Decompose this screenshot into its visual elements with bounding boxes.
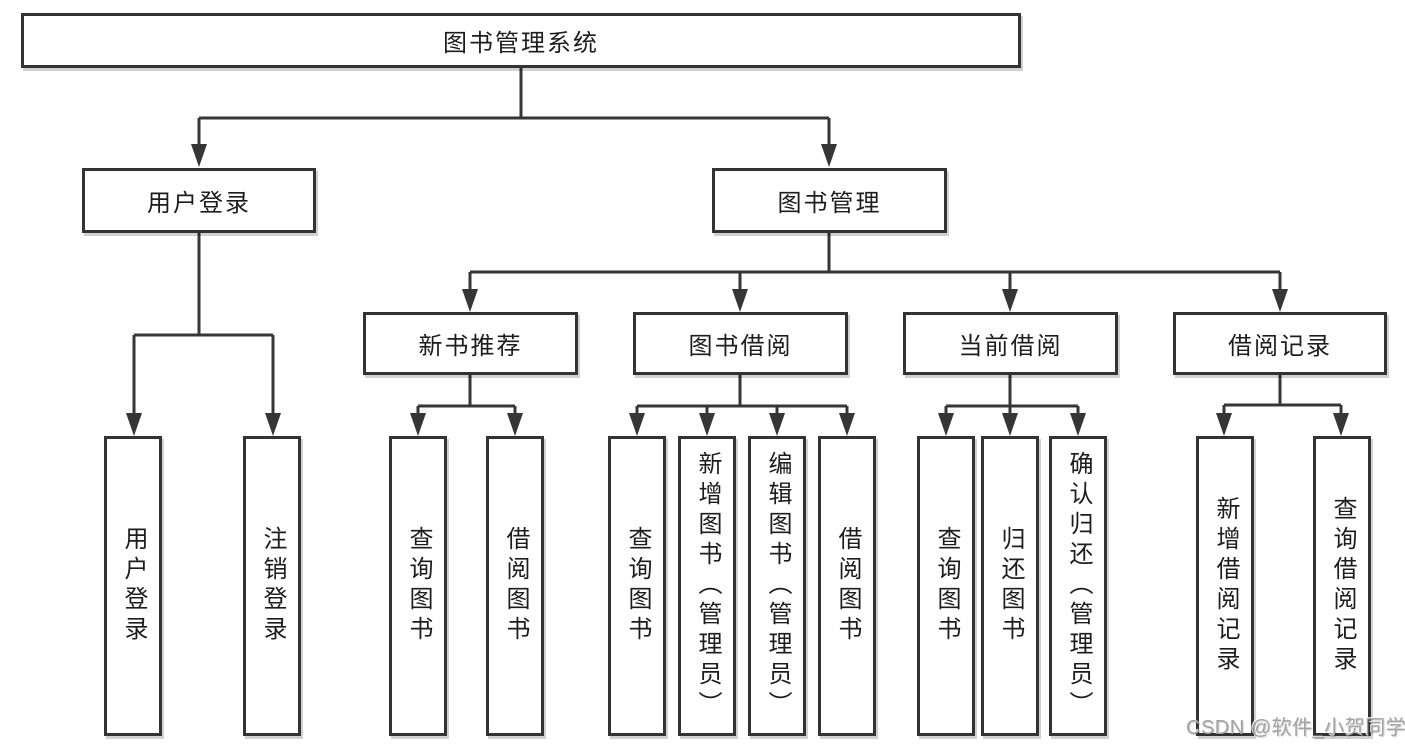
leaf-current-query-books: 查询图书 xyxy=(917,436,975,736)
node-borrow-records-label: 借阅记录 xyxy=(1228,333,1332,360)
node-book-management-label: 图书管理 xyxy=(777,190,882,217)
arrow-down-icon xyxy=(126,413,142,436)
arrow-down-icon xyxy=(265,413,281,436)
node-new-book-recommend-label: 新书推荐 xyxy=(418,333,523,360)
node-user-login-label: 用户登录 xyxy=(147,190,251,217)
leaf-user-login: 用户登录 xyxy=(104,436,162,736)
leaf-current-query-books-label: 查询图书 xyxy=(933,526,960,646)
node-current-borrow: 当前借阅 xyxy=(903,312,1118,375)
arrow-down-icon xyxy=(839,413,855,436)
leaf-query-borrow-record-label: 查询借阅记录 xyxy=(1329,496,1356,676)
arrow-down-icon xyxy=(769,413,785,436)
arrow-down-icon xyxy=(191,144,207,167)
node-book-borrow: 图书借阅 xyxy=(633,312,848,375)
leaf-borrow-books-label: 借阅图书 xyxy=(834,526,861,646)
leaf-return-books: 归还图书 xyxy=(981,436,1039,736)
leaf-recommend-query-books-label: 查询图书 xyxy=(405,526,432,646)
leaf-add-books-admin: 新增图书（管理员） xyxy=(678,436,736,736)
leaf-borrow-query-books: 查询图书 xyxy=(608,436,666,736)
node-book-borrow-label: 图书借阅 xyxy=(688,333,793,360)
arrow-down-icon xyxy=(732,289,748,312)
leaf-recommend-borrow-books: 借阅图书 xyxy=(486,436,544,736)
leaf-user-login-label: 用户登录 xyxy=(120,526,147,646)
leaf-logout: 注销登录 xyxy=(243,436,301,736)
arrow-down-icon xyxy=(1070,413,1086,436)
arrow-down-icon xyxy=(938,413,954,436)
node-root: 图书管理系统 xyxy=(21,13,1021,68)
node-root-label: 图书管理系统 xyxy=(443,30,599,57)
node-borrow-records: 借阅记录 xyxy=(1173,312,1387,375)
arrowheads xyxy=(126,144,1349,436)
arrow-down-icon xyxy=(1333,413,1349,436)
leaf-add-books-admin-label: 新增图书（管理员） xyxy=(694,451,721,721)
arrow-down-icon xyxy=(821,144,837,167)
leaf-add-borrow-record-label: 新增借阅记录 xyxy=(1212,496,1239,676)
leaf-query-borrow-record: 查询借阅记录 xyxy=(1313,436,1371,736)
leaf-add-borrow-record: 新增借阅记录 xyxy=(1196,436,1254,736)
leaf-edit-books-admin: 编辑图书（管理员） xyxy=(748,436,806,736)
arrow-down-icon xyxy=(1002,413,1018,436)
node-book-management: 图书管理 xyxy=(712,168,947,233)
leaf-recommend-borrow-books-label: 借阅图书 xyxy=(502,526,529,646)
leaf-borrow-query-books-label: 查询图书 xyxy=(624,526,651,646)
arrow-down-icon xyxy=(1216,413,1232,436)
leaf-confirm-return-admin: 确认归还（管理员） xyxy=(1049,436,1107,736)
arrow-down-icon xyxy=(507,413,523,436)
leaf-return-books-label: 归还图书 xyxy=(997,526,1024,646)
csdn-watermark: CSDN @软件_小贺同学 xyxy=(1186,717,1405,739)
connector-paths xyxy=(132,68,1343,416)
leaf-logout-label: 注销登录 xyxy=(259,526,286,646)
node-new-book-recommend: 新书推荐 xyxy=(363,312,578,375)
leaf-confirm-return-admin-label: 确认归还（管理员） xyxy=(1065,451,1092,721)
arrow-down-icon xyxy=(629,413,645,436)
node-current-borrow-label: 当前借阅 xyxy=(958,333,1063,360)
arrow-down-icon xyxy=(462,289,478,312)
arrow-down-icon xyxy=(1002,289,1018,312)
leaf-recommend-query-books: 查询图书 xyxy=(389,436,447,736)
leaf-borrow-books: 借阅图书 xyxy=(818,436,876,736)
leaf-edit-books-admin-label: 编辑图书（管理员） xyxy=(764,451,791,721)
arrow-down-icon xyxy=(1272,289,1288,312)
arrow-down-icon xyxy=(699,413,715,436)
node-user-login: 用户登录 xyxy=(82,168,316,233)
arrow-down-icon xyxy=(410,413,426,436)
